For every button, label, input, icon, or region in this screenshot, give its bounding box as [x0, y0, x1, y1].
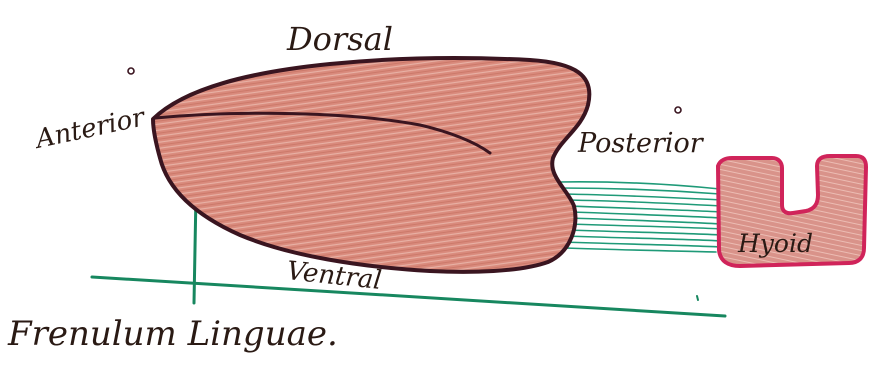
base-line-tick	[697, 296, 698, 300]
base-line	[92, 277, 725, 316]
anterior-dot	[128, 68, 134, 74]
label-frenulum: Frenulum Linguae.	[7, 314, 338, 354]
muscle-fibers	[558, 182, 722, 252]
label-hyoid: Hyoid	[737, 229, 813, 258]
label-dorsal: Dorsal	[286, 20, 393, 58]
label-anterior: Anterior	[31, 102, 149, 155]
label-posterior: Posterior	[577, 128, 705, 159]
posterior-dot	[675, 107, 681, 113]
tongue-body	[153, 58, 589, 272]
